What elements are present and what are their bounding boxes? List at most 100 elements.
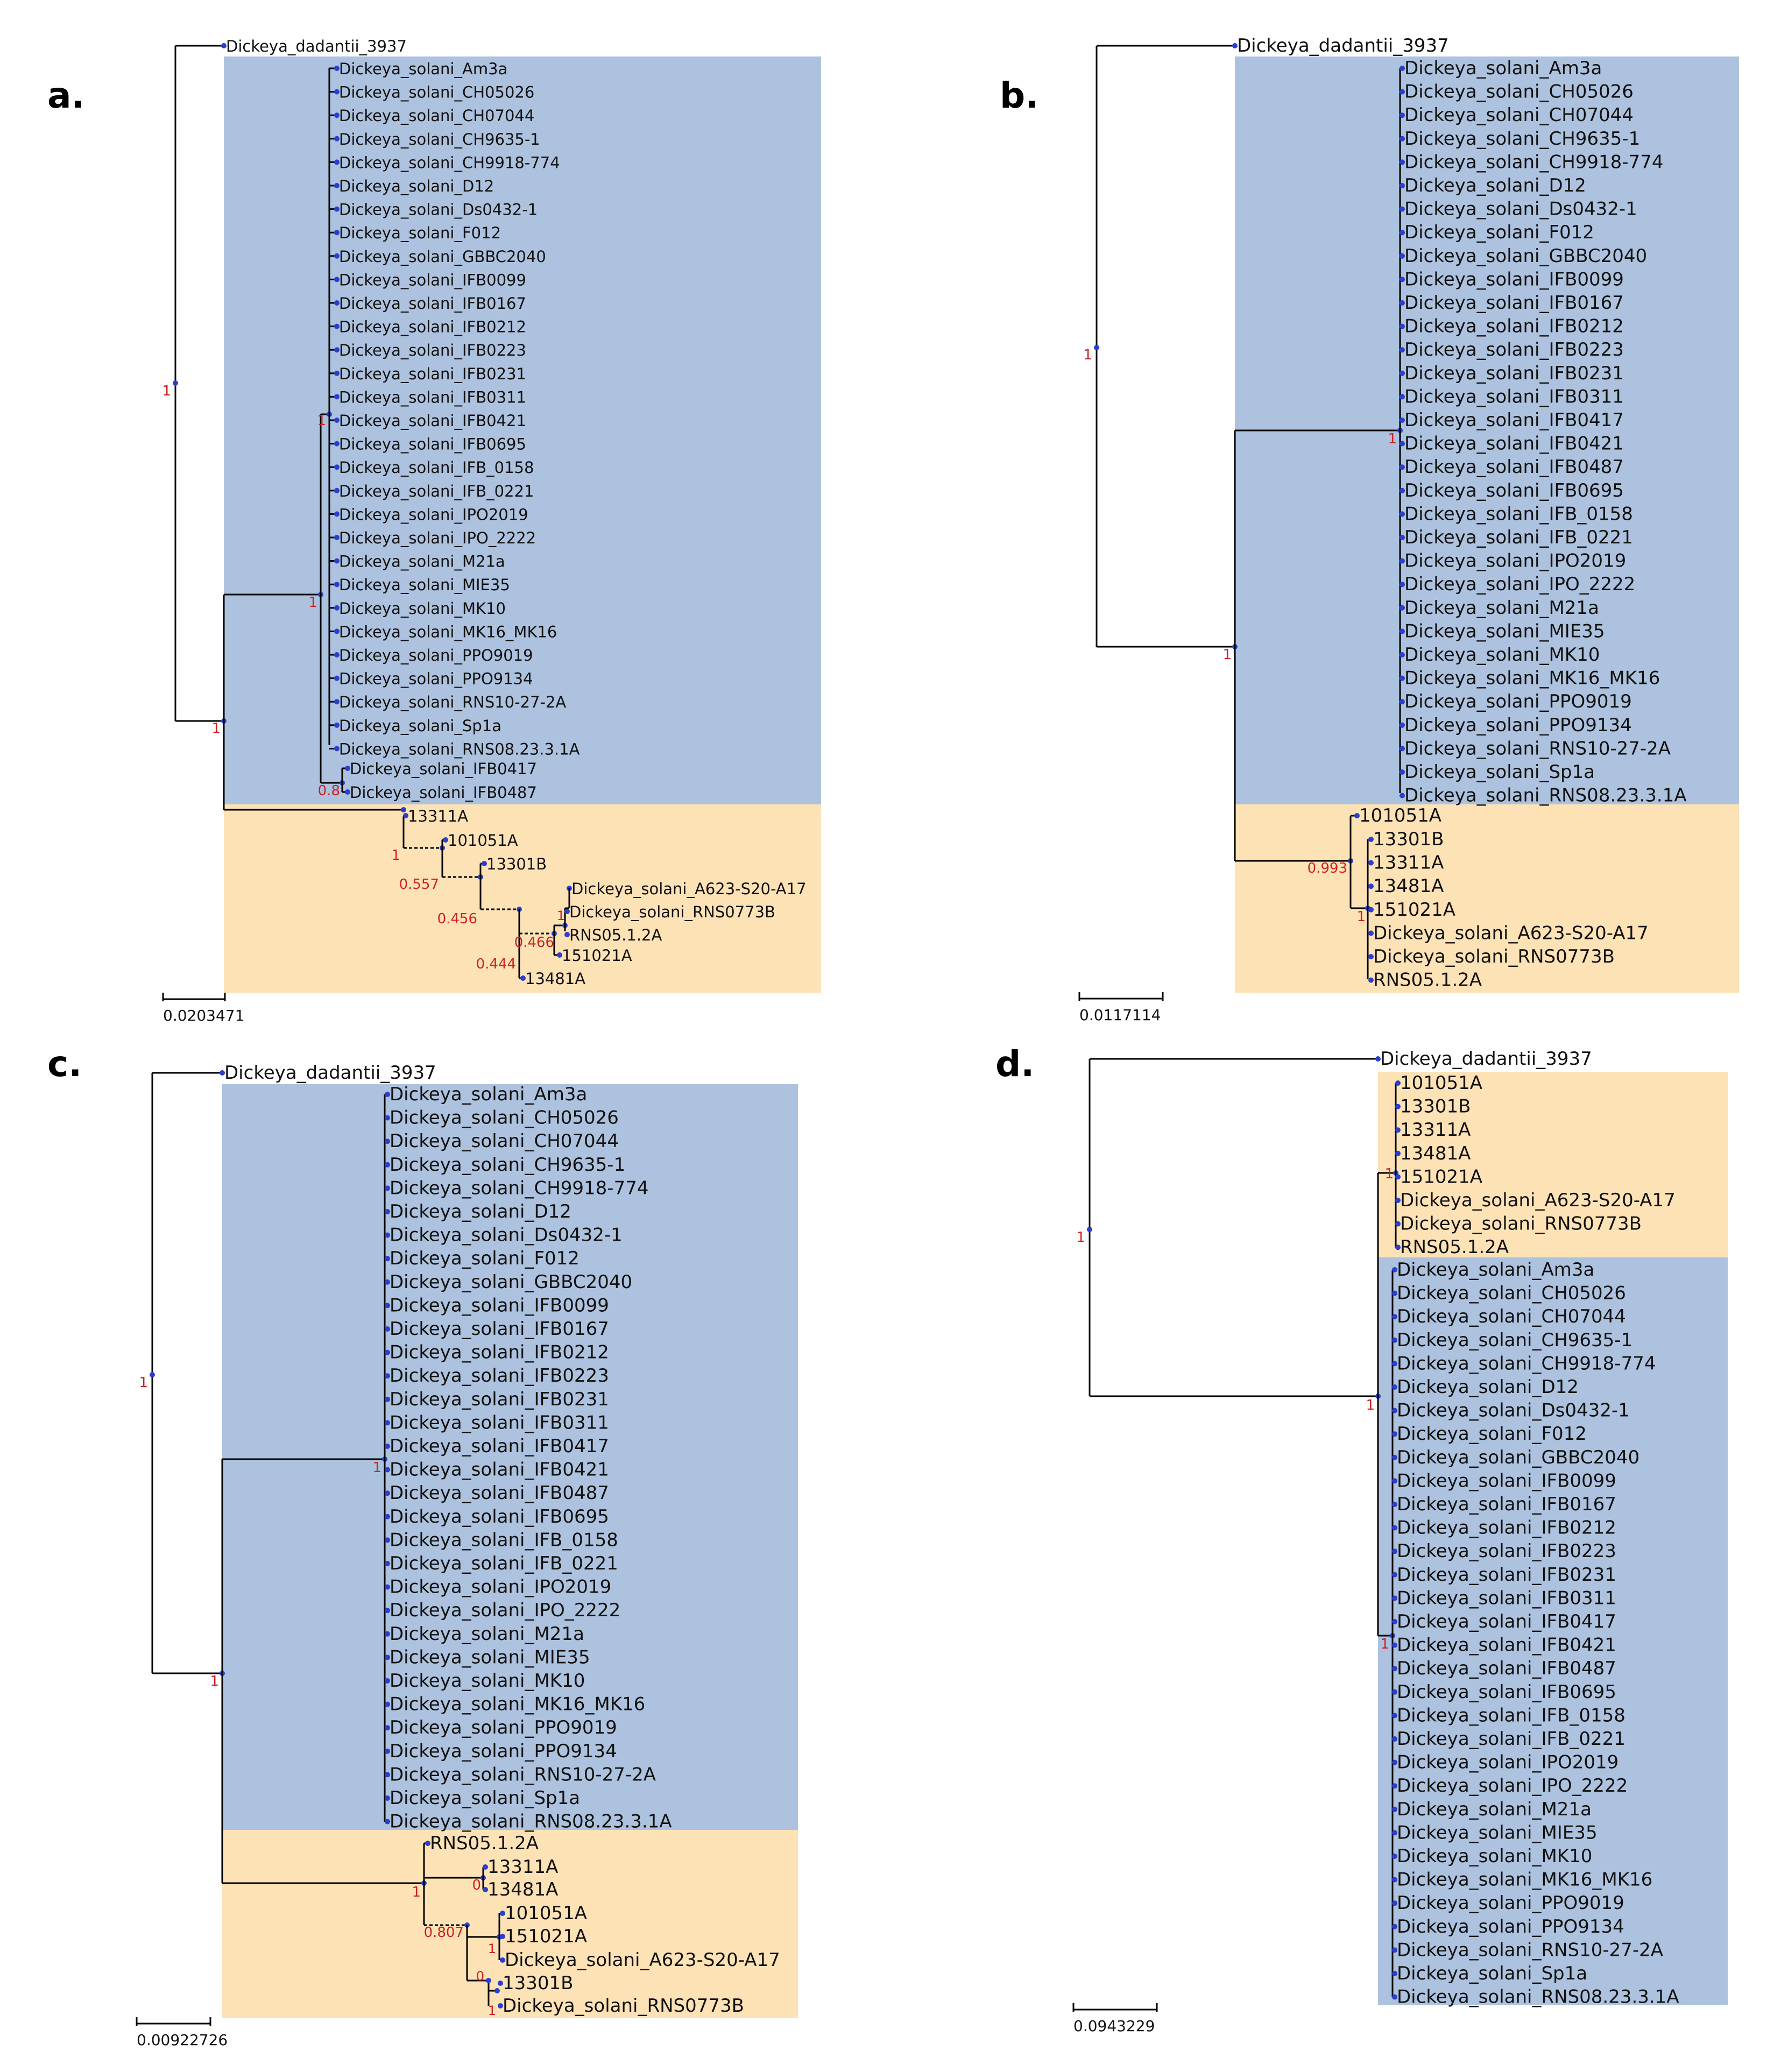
node-dot [334, 605, 340, 611]
clade-highlight-novel [222, 1830, 798, 2018]
node-dot [1392, 1525, 1397, 1531]
leaf-label: Dickeya_solani_A623-S20-A17 [1373, 922, 1649, 944]
leaf-label: Dickeya_solani_GBBC2040 [339, 247, 546, 266]
node-dot [334, 722, 340, 728]
node-dot [334, 487, 340, 493]
node-dot [1395, 1080, 1401, 1086]
node-dot [334, 699, 340, 705]
leaf-label: Dickeya_solani_MK10 [1404, 644, 1600, 666]
node-dot [334, 675, 340, 681]
leaf-label: 13301B [1373, 829, 1444, 850]
leaf-label: Dickeya_solani_IFB0099 [390, 1295, 609, 1316]
support-value: 0.456 [437, 911, 477, 927]
leaf-label: Dickeya_solani_RNS10-27-2A [1404, 738, 1671, 759]
leaf-label: Dickeya_solani_IFB0167 [1397, 1494, 1616, 1515]
support-value: 0 [472, 1877, 481, 1893]
node-dot [557, 952, 562, 958]
support-value: 1 [557, 908, 565, 923]
leaf-label: Dickeya_solani_MK16_MK16 [390, 1694, 645, 1715]
leaf-label: Dickeya_solani_IFB0421 [1404, 433, 1624, 455]
node-dot [1392, 1595, 1397, 1601]
leaf-label: Dickeya_solani_A623-S20-A17 [505, 1949, 780, 1971]
leaf-label: Dickeya_solani_D12 [390, 1201, 571, 1222]
leaf-label: Dickeya_solani_IFB0421 [339, 412, 526, 430]
leaf-label: Dickeya_solani_Sp1a [390, 1787, 580, 1809]
leaf-label: RNS05.1.2A [1373, 970, 1482, 991]
leaf-label: 13301B [503, 1972, 573, 1994]
root-support: 1 [1083, 347, 1092, 363]
node-dot [1395, 1127, 1401, 1133]
support-value: 1 [1388, 431, 1397, 447]
leaf-label: Dickeya_solani_IPO2019 [390, 1576, 611, 1598]
node-dot [334, 582, 340, 588]
leaf-label: Dickeya_solani_MIE35 [1397, 1822, 1598, 1843]
support-value: 1 [1384, 1166, 1394, 1182]
leaf-label: Dickeya_solani_MIE35 [339, 576, 510, 594]
leaf-label: 13481A [1400, 1143, 1471, 1164]
node-dot [334, 112, 340, 118]
node-dot [1395, 1221, 1401, 1227]
node-dot [1400, 793, 1405, 798]
support-value: 0.807 [424, 1925, 464, 1941]
node-dot [1392, 1806, 1397, 1812]
root-support: 1 [139, 1375, 148, 1391]
leaf-label: Dickeya_solani_CH9918-774 [339, 153, 560, 172]
node-dot [385, 1467, 390, 1473]
leaf-label: Dickeya_solani_IFB0099 [339, 271, 526, 289]
node-dot [494, 1988, 500, 1993]
node-dot [1400, 652, 1405, 657]
leaf-label: Dickeya_solani_Sp1a [1404, 761, 1595, 783]
support-value: 1 [1356, 909, 1366, 925]
leaf-label: Dickeya_solani_RNS10-27-2A [390, 1764, 656, 1785]
leaf-label: RNS05.1.2A [569, 926, 662, 944]
node-dot [385, 1326, 390, 1332]
node-dot [1400, 136, 1405, 142]
node-dot [334, 464, 340, 470]
support-value: 1 [317, 413, 326, 429]
node-dot [1400, 605, 1405, 611]
leaf-label: Dickeya_solani_IFB0695 [390, 1506, 609, 1528]
node-dot [1392, 1783, 1397, 1789]
leaf-label: Dickeya_solani_RNS08.23.3.1A [390, 1811, 672, 1833]
node-dot [1400, 159, 1405, 165]
leaf-label: Dickeya_solani_RNS10-27-2A [1397, 1939, 1663, 1961]
node-dot [385, 1608, 390, 1614]
leaf-label: Dickeya_solani_IFB0695 [1404, 480, 1624, 501]
node-dot [564, 932, 570, 937]
node-dot [334, 535, 340, 540]
node-dot [1400, 464, 1405, 470]
node-dot [1392, 1947, 1397, 1953]
leaf-label: Dickeya_solani_CH9918-774 [1404, 151, 1663, 173]
leaf-label: Dickeya_solani_IFB0417 [350, 760, 537, 778]
node-dot [1400, 441, 1405, 447]
node-dot [520, 975, 526, 981]
support-value: 1 [211, 720, 221, 737]
node-dot [220, 1070, 225, 1076]
node-dot [1392, 1384, 1397, 1390]
node-dot [1392, 1431, 1397, 1437]
leaf-label: Dickeya_solani_CH9635-1 [1397, 1330, 1632, 1351]
leaf-label: Dickeya_solani_IFB0212 [1404, 316, 1624, 337]
support-value: 0.8 [318, 783, 340, 799]
support-value: 1 [1366, 1397, 1375, 1413]
leaf-label: 13301B [1400, 1096, 1471, 1118]
leaf-label: Dickeya_solani_MK16_MK16 [339, 623, 557, 641]
leaf-label: 13311A [487, 1856, 558, 1878]
leaf-label: Dickeya_solani_MK10 [390, 1670, 585, 1692]
node-dot [1392, 1759, 1397, 1765]
leaf-label: Dickeya_solani_RNS08.23.3.1A [1397, 1986, 1679, 2008]
leaf-label: Dickeya_solani_IFB0487 [350, 783, 537, 802]
leaf-label: Dickeya_solani_IFB0099 [1397, 1470, 1616, 1491]
leaf-label: Dickeya_solani_IFB_0158 [339, 458, 534, 477]
leaf-label: Dickeya_solani_IFB0167 [1404, 292, 1624, 314]
leaf-label: Dickeya_solani_IFB0311 [390, 1412, 609, 1433]
node-dot [385, 1795, 390, 1801]
node-dot [1392, 1548, 1397, 1554]
leaf-label: Dickeya_solani_IPO_2222 [339, 529, 536, 547]
node-dot [1400, 675, 1405, 681]
leaf-label: Dickeya_solani_IFB0695 [1397, 1681, 1616, 1703]
node-dot [1395, 1174, 1401, 1180]
clade-highlight-novel [224, 804, 821, 993]
node-dot [1392, 1854, 1397, 1859]
node-dot [334, 441, 340, 447]
